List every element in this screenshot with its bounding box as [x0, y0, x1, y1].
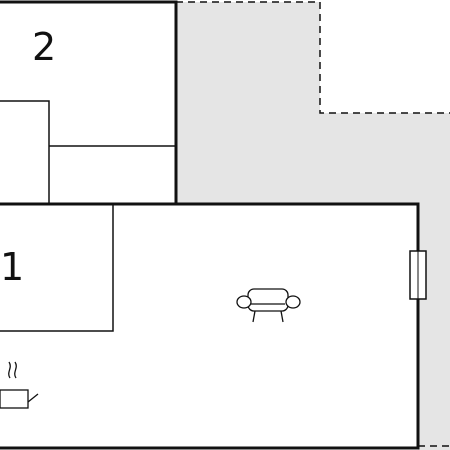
stove-icon [0, 361, 39, 409]
room-2-walls [0, 0, 178, 204]
room-2-label: 2 [32, 25, 57, 69]
balcony-boundary [176, 1, 450, 447]
balcony-area [176, 2, 450, 450]
window-icon [409, 250, 427, 300]
room-2-inner-wall [0, 100, 176, 204]
main-room-floor [0, 206, 416, 446]
room-1-walls [0, 203, 114, 332]
sofa-icon [236, 288, 301, 323]
room-1-label: 1 [0, 245, 25, 289]
